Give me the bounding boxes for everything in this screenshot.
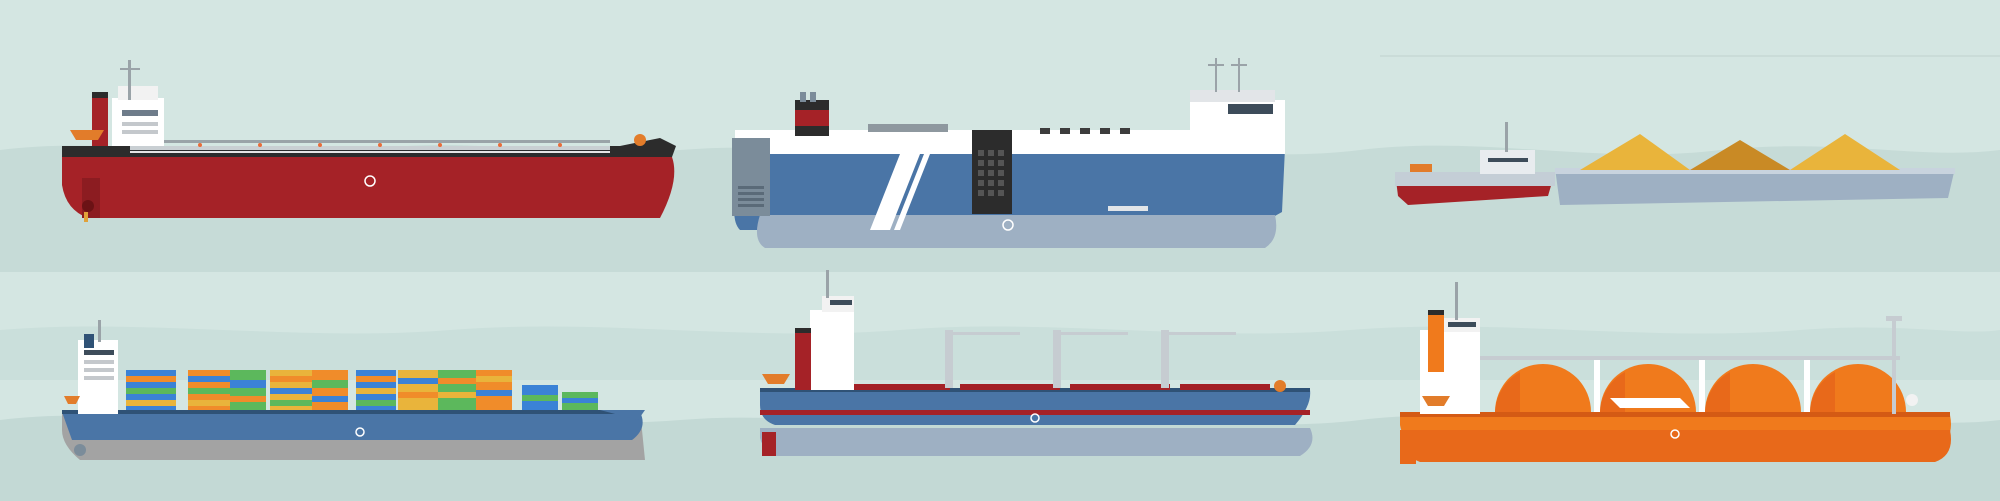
divider-band: [0, 272, 2000, 282]
tanker-ship: [62, 60, 676, 222]
container-stacks: [126, 370, 598, 410]
bulk-carrier: [760, 270, 1313, 456]
roro-ship: [732, 58, 1285, 248]
lng-carrier: [1400, 282, 1951, 464]
container-ship: [62, 320, 645, 460]
wave-band-mid: [0, 326, 2000, 380]
tug-barge: [1380, 55, 2000, 205]
